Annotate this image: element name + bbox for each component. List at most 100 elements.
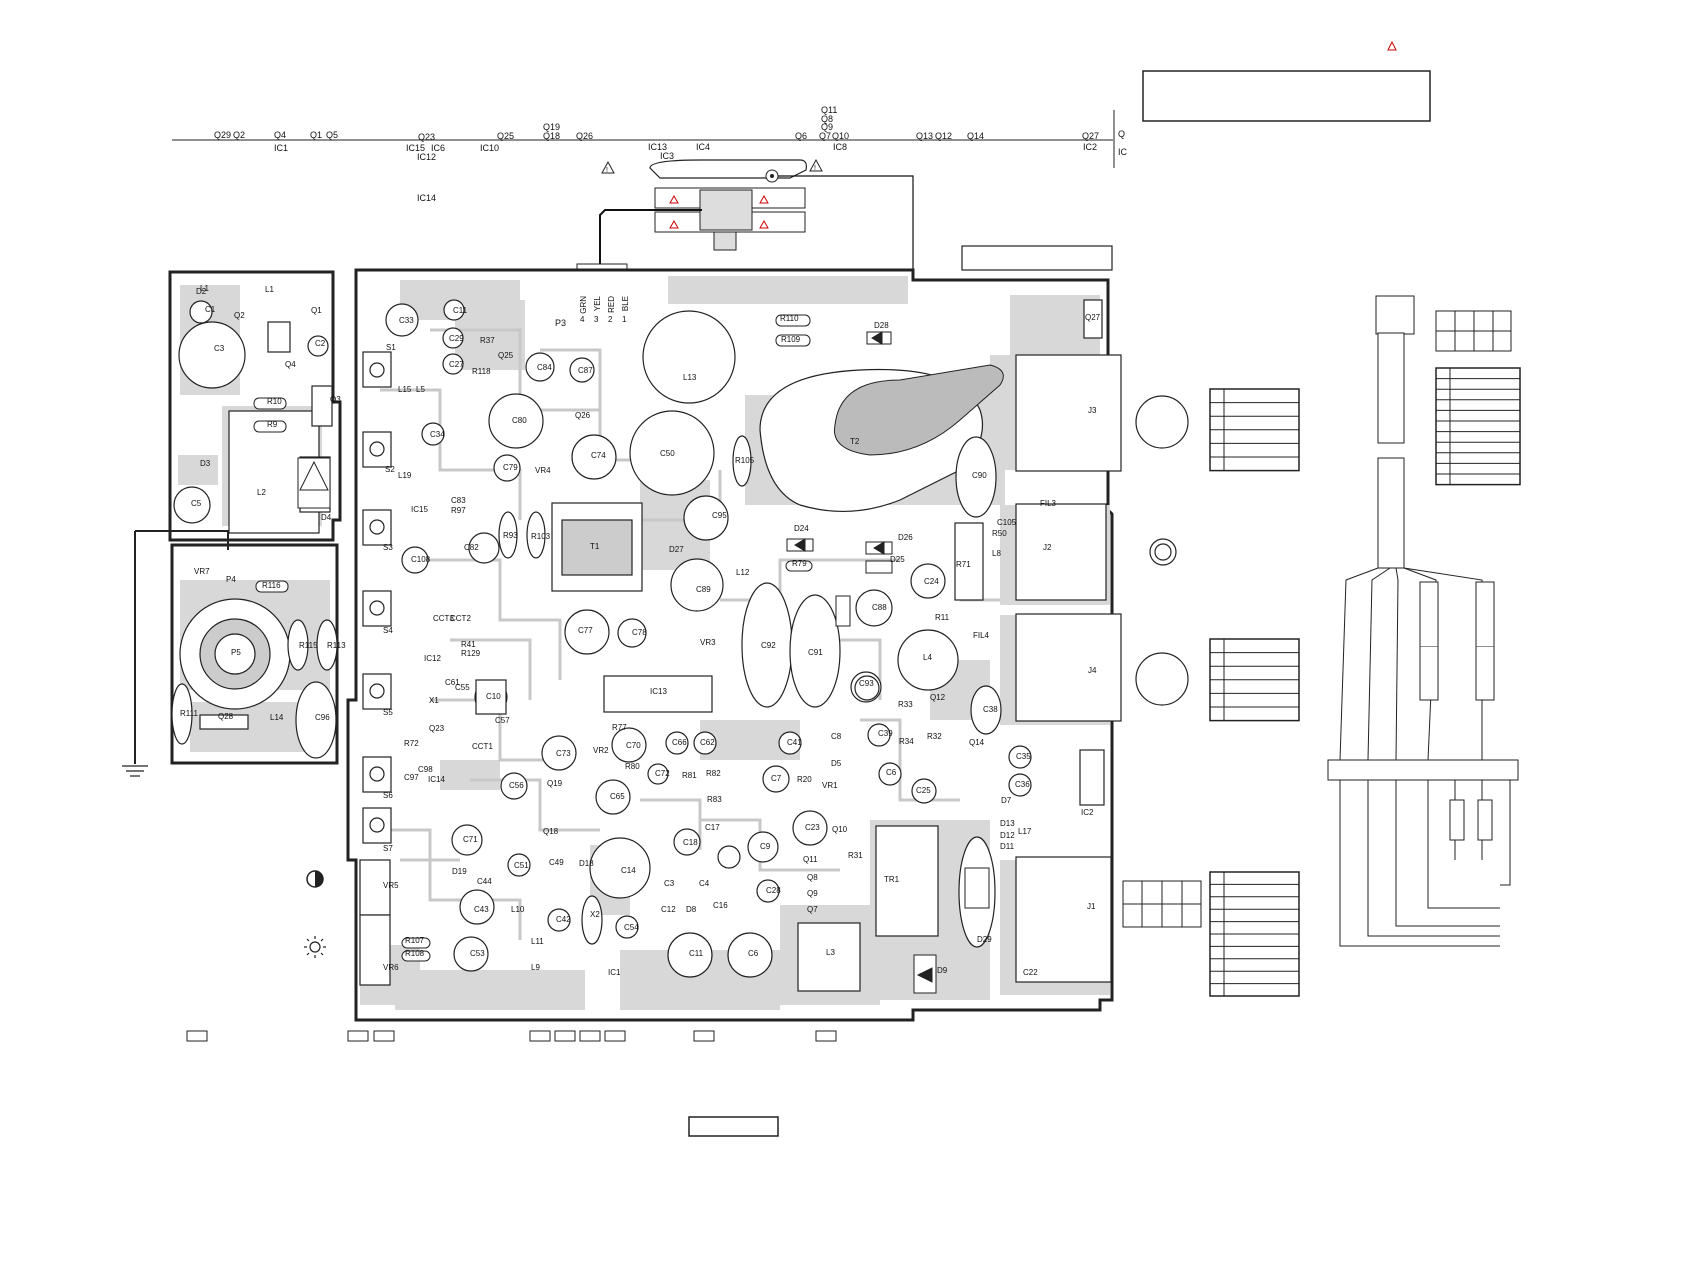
component-label: C83	[451, 496, 466, 505]
component-label: C1	[205, 305, 216, 314]
component-label: C84	[537, 363, 552, 372]
component-label: J1	[1087, 902, 1096, 911]
component-label: C14	[621, 866, 636, 875]
component-label: C16	[713, 901, 728, 910]
component-label: R32	[927, 732, 942, 741]
component-label: C4	[699, 879, 710, 888]
component-label: C28	[766, 886, 781, 895]
component-label: C39	[878, 729, 893, 738]
svg-text:!: !	[814, 165, 816, 172]
component-label: R10	[267, 397, 282, 406]
connector-housings	[1122, 310, 1512, 928]
component-label: C23	[805, 823, 820, 832]
component-label: C55	[455, 683, 470, 692]
component-label: Q8	[807, 873, 818, 882]
component-label: C89	[696, 585, 711, 594]
component-label: C11	[453, 306, 468, 315]
component-label: C53	[470, 949, 485, 958]
component-label: C6	[748, 949, 759, 958]
component-label: L4	[923, 653, 932, 662]
component-label: C108	[411, 555, 431, 564]
ref-q18: Q18	[543, 131, 561, 141]
component-label: R37	[480, 336, 495, 345]
component-label: C77	[578, 626, 593, 635]
component-label: P4	[226, 575, 236, 584]
component-label: C12	[661, 905, 676, 914]
component-label: C24	[924, 577, 939, 586]
component-label: C9	[760, 842, 771, 851]
component-label: D25	[890, 555, 905, 564]
ref-ic13: IC13	[648, 142, 668, 152]
component-label: Q27	[1085, 313, 1101, 322]
ref-q12: Q12	[935, 131, 953, 141]
component-label: Q12	[930, 693, 946, 702]
component-label: C79	[503, 463, 518, 472]
component-label: Q19	[547, 779, 563, 788]
component-label: R34	[899, 737, 914, 746]
component-label: D18	[579, 859, 594, 868]
component-label: C11	[689, 949, 704, 958]
component-label: C27	[449, 360, 464, 369]
component-label: L1	[265, 285, 274, 294]
ref-q1: Q1	[310, 130, 323, 140]
component-label: J3	[1088, 406, 1097, 415]
component-label: D8	[686, 905, 697, 914]
component-label: C38	[983, 705, 998, 714]
component-label: R33	[898, 700, 913, 709]
ref-q13: Q13	[916, 131, 934, 141]
component-label: L10	[511, 905, 525, 914]
component-label: C82	[464, 543, 479, 552]
component-label: Q4	[285, 360, 296, 369]
component-label: S1	[386, 343, 396, 352]
component-label: D28	[874, 321, 889, 330]
pin-table-j3	[1209, 388, 1300, 472]
ref-ic3: IC3	[660, 151, 675, 161]
component-label: C3	[664, 879, 675, 888]
p3-pin-3: 3	[594, 315, 599, 324]
component-label: C17	[705, 823, 720, 832]
ref-q29: Q29	[214, 130, 232, 140]
component-label: X2	[590, 910, 600, 919]
capacitors-oval	[171, 435, 1002, 948]
component-label: VR2	[593, 746, 609, 755]
component-label: C6	[886, 768, 897, 777]
component-label: R110	[780, 314, 799, 323]
title-blank-box	[1142, 70, 1431, 122]
ref-ic2: IC2	[1083, 142, 1098, 152]
component-label: X1	[429, 696, 439, 705]
component-label: L5	[416, 385, 425, 394]
component-label: Q7	[807, 905, 818, 914]
component-label: C97	[404, 773, 419, 782]
component-label: Q9	[807, 889, 818, 898]
pin-table-j4	[1209, 638, 1300, 722]
ref-q8: Q8	[821, 114, 834, 124]
component-label: P5	[231, 648, 241, 657]
component-label: VR6	[383, 963, 399, 972]
ref-ic4: IC4	[696, 142, 711, 152]
din-connectors	[1135, 395, 1189, 706]
component-label: IC2	[1081, 808, 1094, 817]
ref-q23: Q23	[418, 132, 436, 142]
ref-q-label: Q	[1118, 129, 1126, 139]
component-label: C71	[463, 835, 478, 844]
component-label: C80	[512, 416, 527, 425]
ground-icon	[122, 530, 229, 777]
component-label: R111	[180, 709, 198, 718]
warning-triangle-icon: !	[809, 158, 823, 172]
ref-ic15: IC15	[406, 143, 426, 153]
crt-socket	[649, 159, 807, 251]
component-label: S4	[383, 626, 393, 635]
component-label: D12	[1000, 831, 1015, 840]
component-label: D3	[200, 459, 211, 468]
wire-color-grn: GRN	[579, 296, 588, 314]
component-label: R107	[405, 936, 425, 945]
ref-q9: Q9	[821, 122, 834, 132]
component-label: C98	[418, 765, 433, 774]
component-label: C50	[660, 449, 675, 458]
component-label: L1	[200, 284, 209, 293]
component-label: L17	[1018, 827, 1032, 836]
component-label: FIL4	[973, 631, 990, 640]
component-label: R9	[267, 420, 278, 429]
component-label: VR4	[535, 466, 551, 475]
